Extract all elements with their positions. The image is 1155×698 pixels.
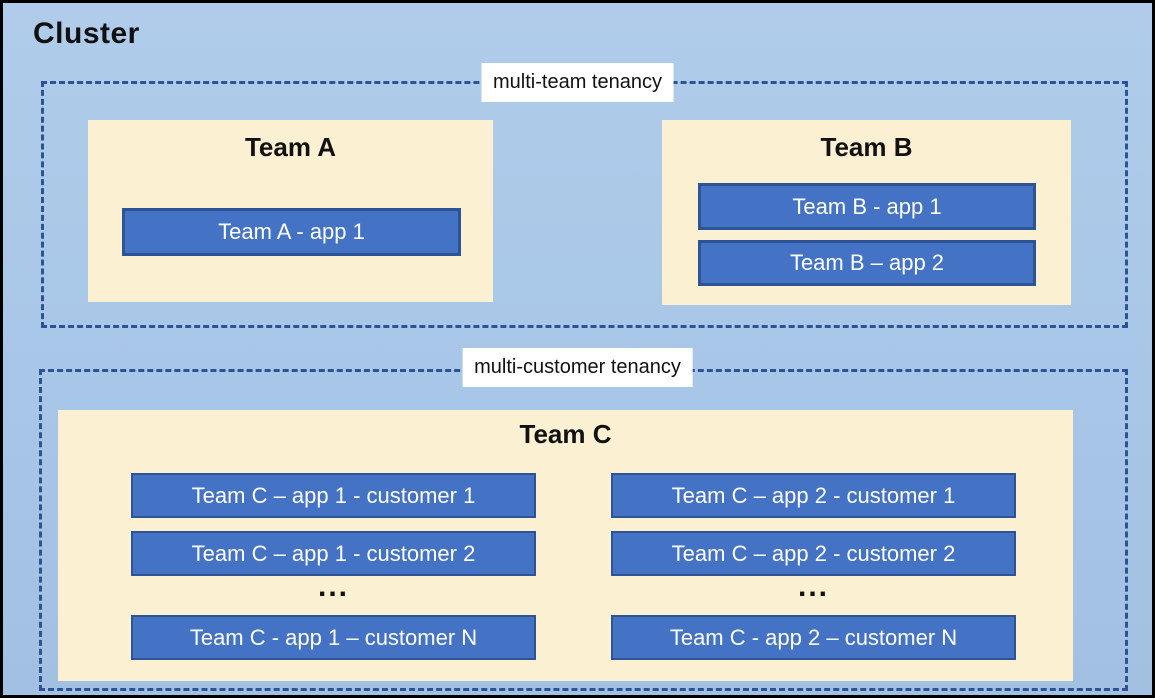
team-b-title: Team B — [820, 132, 913, 162]
multi-team-tenancy-label: multi-team tenancy — [481, 63, 674, 102]
team-c-app-1-customer-1-box: Team C – app 1 - customer 1 — [131, 473, 536, 518]
team-c-app-1-customer-n-box: Team C - app 1 – customer N — [131, 615, 536, 660]
team-b-panel: Team B Team B - app 1 Team B – app 2 — [662, 120, 1071, 305]
team-c-app-2-customer-1-box: Team C – app 2 - customer 1 — [611, 473, 1016, 518]
cluster-title: Cluster — [33, 17, 140, 50]
team-a-app-1-box: Team A - app 1 — [122, 208, 461, 256]
team-c-title: Team C — [519, 419, 612, 449]
multi-customer-tenancy-label: multi-customer tenancy — [462, 348, 693, 387]
team-b-app-1-box: Team B - app 1 — [698, 183, 1036, 230]
team-c-panel: Team C Team C – app 1 - customer 1 Team … — [58, 410, 1073, 681]
team-b-app-2-box: Team B – app 2 — [698, 240, 1036, 286]
team-a-panel: Team A Team A - app 1 — [88, 120, 493, 302]
team-a-title: Team A — [244, 132, 337, 162]
team-c-app-1-ellipsis: ... — [317, 570, 349, 603]
team-c-app-2-ellipsis: ... — [797, 570, 829, 603]
team-c-app-2-customer-n-box: Team C - app 2 – customer N — [611, 615, 1016, 660]
team-c-app-2-customer-2-box: Team C – app 2 - customer 2 — [611, 531, 1016, 576]
team-c-app-1-customer-2-box: Team C – app 1 - customer 2 — [131, 531, 536, 576]
